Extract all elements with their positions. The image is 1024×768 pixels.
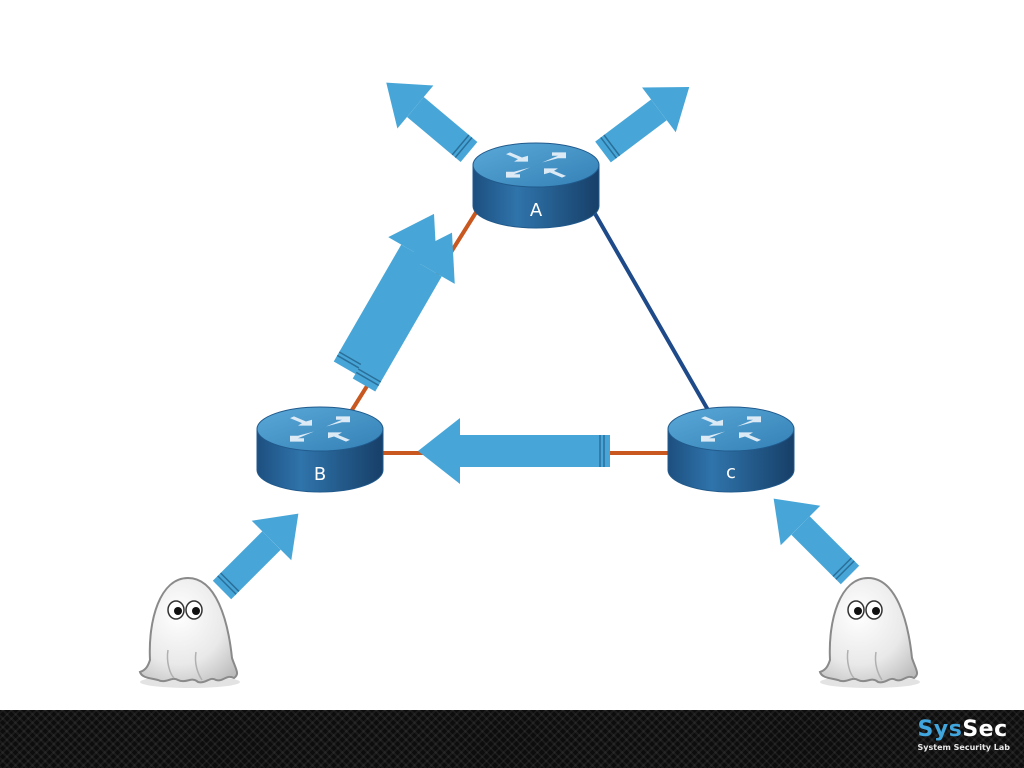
footer-bar: SysSec System Security Lab — [0, 710, 1024, 768]
router-c-label: c — [726, 462, 736, 483]
logo-wordmark: SysSec — [918, 718, 1010, 742]
arrow-a-out-left — [386, 82, 478, 162]
router-arrows-icon — [701, 416, 761, 442]
network-diagram: A B c — [138, 82, 920, 688]
logo-sec: Sec — [962, 717, 1008, 742]
router-arrows-icon — [290, 416, 350, 442]
arrow-b-to-a-2 — [352, 232, 455, 392]
ghost-icon — [818, 576, 920, 688]
link-a-c — [588, 203, 710, 412]
router-a-label: A — [530, 200, 543, 221]
arrow-a-out-right — [595, 87, 690, 163]
ghost-icon — [138, 576, 240, 688]
router-arrows-icon — [506, 152, 566, 178]
arrow-c-to-b — [418, 418, 610, 484]
logo-sys: Sys — [917, 717, 963, 742]
arrow-ghost-to-c — [773, 498, 860, 585]
router-a: A — [472, 142, 600, 229]
router-c: c — [667, 406, 795, 493]
router-b-label: B — [314, 464, 326, 485]
router-b: B — [256, 406, 384, 493]
logo-subtitle: System Security Lab — [917, 743, 1010, 752]
arrow-ghost-to-b — [212, 513, 299, 600]
syssec-logo: SysSec System Security Lab — [918, 718, 1010, 754]
